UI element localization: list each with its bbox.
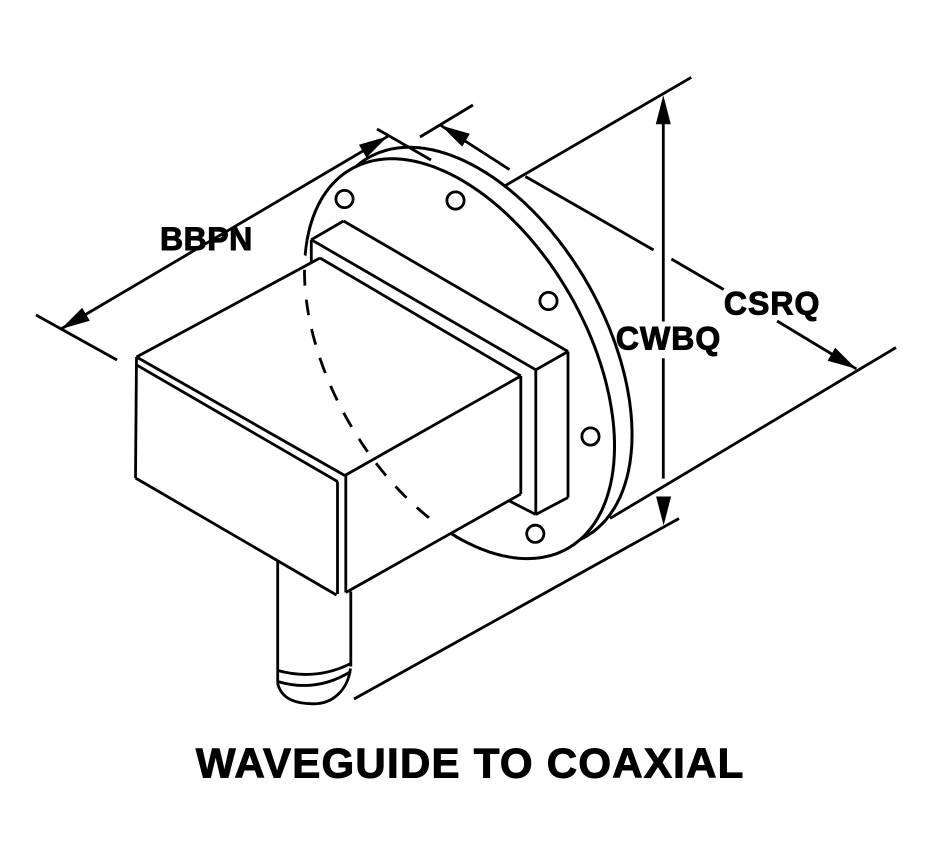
svg-text:WAVEGUIDE TO COAXIAL: WAVEGUIDE TO COAXIAL (196, 740, 745, 787)
svg-text:BBPN: BBPN (160, 221, 253, 257)
svg-text:CWBQ: CWBQ (616, 321, 721, 357)
svg-text:CSRQ: CSRQ (724, 285, 820, 321)
